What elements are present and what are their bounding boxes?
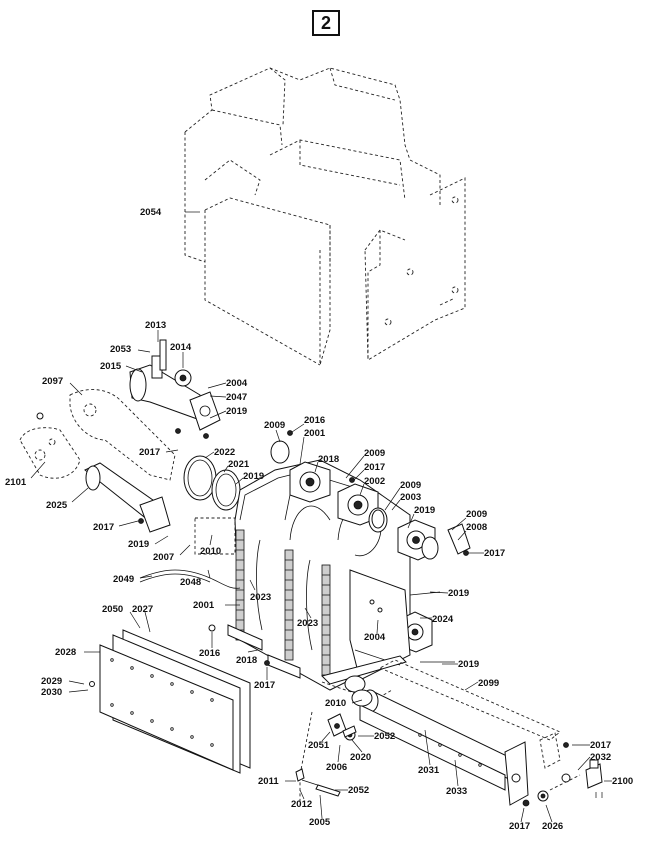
label-2012: 2012 [291, 799, 312, 810]
pipe-2025 [84, 462, 171, 533]
label-2008: 2008 [466, 522, 487, 533]
label-2032: 2032 [590, 752, 611, 763]
label-2019: 2019 [458, 659, 479, 670]
label-2009: 2009 [400, 480, 421, 491]
label-2003: 2003 [400, 492, 421, 503]
label-2030: 2030 [41, 687, 62, 698]
label-2019: 2019 [448, 588, 469, 599]
label-2022: 2022 [214, 447, 235, 458]
label-2020: 2020 [350, 752, 371, 763]
side-frame [349, 569, 411, 681]
label-2014: 2014 [170, 342, 192, 353]
label-2016: 2016 [304, 415, 325, 426]
label-2005: 2005 [309, 817, 331, 828]
label-2015: 2015 [100, 361, 122, 372]
label-2019: 2019 [226, 406, 247, 417]
label-2017: 2017 [93, 522, 114, 533]
label-2018: 2018 [318, 454, 339, 465]
enclosure-outline [184, 67, 466, 366]
page-badge: 2 [312, 10, 340, 36]
muffler-2101 [19, 412, 81, 479]
label-2023: 2023 [297, 618, 318, 629]
label-2009: 2009 [466, 509, 487, 520]
tubes-2031-2033 [344, 675, 529, 806]
label-2001: 2001 [304, 428, 326, 439]
exhaust-elbow-2015 [129, 339, 201, 421]
label-2007: 2007 [153, 552, 174, 563]
sensor-2100 [522, 759, 603, 807]
label-2051: 2051 [308, 740, 330, 751]
label-2004: 2004 [364, 632, 386, 643]
label-2017: 2017 [139, 447, 160, 458]
label-2010: 2010 [200, 546, 221, 557]
label-2047: 2047 [226, 392, 247, 403]
label-2049: 2049 [113, 574, 134, 585]
label-2027: 2027 [132, 604, 153, 615]
label-2013: 2013 [145, 320, 166, 331]
label-2052: 2052 [348, 785, 369, 796]
label-2025: 2025 [46, 500, 68, 511]
label-2017: 2017 [364, 462, 385, 473]
label-2026: 2026 [542, 821, 563, 832]
label-2011: 2011 [258, 776, 279, 787]
flex-pipe-2097 [69, 389, 176, 481]
label-2031: 2031 [418, 765, 440, 776]
cover-plates [89, 629, 251, 774]
label-2097: 2097 [42, 376, 63, 387]
label-2016: 2016 [199, 648, 220, 659]
label-2023: 2023 [250, 592, 271, 603]
label-2019: 2019 [128, 539, 149, 550]
label-2009: 2009 [364, 448, 385, 459]
label-2019: 2019 [414, 505, 435, 516]
fittings-2051-2052 [295, 711, 357, 805]
label-2019: 2019 [243, 471, 264, 482]
label-2101: 2101 [5, 477, 27, 488]
label-2054: 2054 [140, 207, 162, 218]
gaskets-2021-2022 [183, 455, 241, 555]
label-2050: 2050 [102, 604, 123, 615]
label-2028: 2028 [55, 647, 76, 658]
label-2048: 2048 [180, 577, 201, 588]
label-2006: 2006 [326, 762, 347, 773]
part-labels: 2054 2013 2053 2014 2015 2097 2004 2047 … [5, 207, 633, 832]
label-2009: 2009 [264, 420, 285, 431]
label-2004: 2004 [226, 378, 248, 389]
leader-lines [30, 211, 612, 823]
label-2021: 2021 [228, 459, 250, 470]
label-2018: 2018 [236, 655, 257, 666]
label-2017: 2017 [484, 548, 505, 559]
label-2053: 2053 [110, 344, 131, 355]
label-2017: 2017 [509, 821, 530, 832]
flange-2004 [189, 391, 221, 431]
dashed-duct-2099 [378, 659, 581, 791]
label-2001: 2001 [193, 600, 215, 611]
label-2029: 2029 [41, 676, 62, 687]
label-2017: 2017 [590, 740, 611, 751]
label-2052: 2052 [374, 731, 395, 742]
label-2017: 2017 [254, 680, 275, 691]
label-2100: 2100 [612, 776, 633, 787]
fasteners [138, 428, 569, 748]
label-2010: 2010 [325, 698, 346, 709]
label-2002: 2002 [364, 476, 385, 487]
label-2024: 2024 [432, 614, 454, 625]
label-2033: 2033 [446, 786, 467, 797]
label-2099: 2099 [478, 678, 499, 689]
